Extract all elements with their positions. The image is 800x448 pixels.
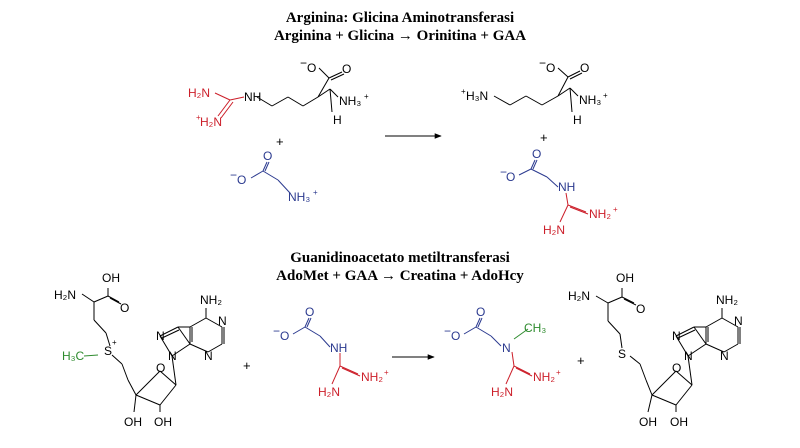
ornithine-carbonyl-o: O [580, 61, 589, 75]
adohcy-adenine-n3: N [720, 349, 729, 363]
adohcy-structure: OH O H₂N S NH₂ N N N N OH OH O [568, 271, 743, 429]
creatine-nh2-charge: + [556, 368, 561, 377]
adohcy-oh: OH [616, 271, 634, 285]
ornithine-delta-amine: H₃N [466, 89, 488, 103]
creatine-n: N [502, 341, 511, 355]
gaa-product-nh2-plus: NH₂ [589, 207, 611, 221]
adohcy-h2n: H₂N [568, 289, 590, 303]
adomet-ribose-oh-2: OH [124, 415, 142, 429]
arginine-nh: NH [244, 90, 261, 104]
ornithine-alpha-h: H [573, 113, 582, 127]
arginine-amine-charge: + [364, 92, 369, 101]
adomet-ribose-oh-3: OH [154, 415, 172, 429]
adomet-adenine-n3: N [204, 349, 213, 363]
gaa-substrate-nh2-charge: + [384, 368, 389, 377]
adohcy-adenine-n9: N [684, 349, 693, 363]
gaa-product-structure: − O O NH NH₂ + H₂N [500, 147, 618, 237]
gaa-product-o-minus: − [500, 165, 507, 179]
glycine-amine: NH₃ [288, 190, 310, 204]
gaa-substrate-o: O [280, 329, 289, 343]
adohcy-adenine-n1: N [734, 314, 743, 328]
plus-sign-2: + [540, 130, 548, 145]
reaction2-equation: AdoMet + GAA → Creatina + AdoHcy [276, 268, 524, 284]
arginine-h2n: H₂N [188, 86, 210, 100]
adohcy-ribose-oh-3: OH [670, 415, 688, 429]
ornithine-structure: − O O NH₃ + H + H₃N [461, 56, 608, 127]
ornithine-alpha-amine: NH₃ [579, 93, 601, 107]
adohcy-ribose-oh-2: OH [639, 415, 657, 429]
glycine-structure: − O O NH₃ + [230, 149, 318, 204]
adomet-adenine-n9: N [168, 349, 177, 363]
creatine-o: O [451, 329, 460, 343]
creatine-o-minus: − [444, 324, 451, 338]
arginine-amine: NH₃ [339, 94, 361, 108]
adomet-sulfonium-charge: + [112, 338, 117, 347]
ornithine-carboxylate-o: O [546, 61, 555, 75]
gaa-product-o: O [506, 170, 515, 184]
gaa-product-nh2-charge: + [613, 205, 618, 214]
gaa-substrate-carbonyl-o: O [305, 305, 314, 319]
adomet-h2n: H₂N [54, 288, 76, 302]
ornithine-delta-amine-charge: + [461, 87, 466, 96]
arginine-h2n-charge: + [196, 113, 201, 122]
plus-sign-1: + [276, 134, 284, 149]
arginine-carbonyl-o: O [342, 62, 351, 76]
adohcy-adenine-n7: N [672, 329, 681, 343]
adomet-adenine-nh2: NH₂ [200, 293, 222, 307]
creatine-ch3: CH₃ [524, 321, 546, 335]
gaa-product-h2n: H₂N [543, 223, 565, 237]
glycine-o-minus: − [230, 168, 237, 182]
adomet-ribose-o: O [156, 361, 165, 375]
gaa-substrate-o-minus: − [273, 324, 280, 338]
gaa-product-carbonyl-o: O [532, 147, 541, 161]
gaa-substrate-structure: − O O NH NH₂ + H₂N [273, 305, 389, 399]
creatine-structure: − O O N CH₃ NH₂ + H₂N [444, 305, 561, 399]
plus-sign-4: + [577, 353, 585, 368]
gaa-substrate-nh: NH [330, 341, 347, 355]
creatine-nh2-plus: NH₂ [533, 370, 555, 384]
adohcy-thioether: S [618, 347, 626, 361]
adomet-sulfonium: S [104, 344, 112, 358]
arginine-alpha-h: H [333, 113, 342, 127]
reaction2-title: Guanidinoacetato metiltransferasi [290, 250, 510, 266]
glycine-carbonyl-o: O [263, 149, 272, 163]
gaa-substrate-h2n: H₂N [318, 385, 340, 399]
arginine-o-minus: − [300, 56, 307, 70]
arginine-h2n-plus: H₂N [200, 115, 222, 129]
adohcy-carbonyl-o: O [636, 302, 645, 316]
reaction1-title: Arginina: Glicina Aminotransferasi [285, 10, 515, 26]
glycine-o: O [237, 173, 246, 187]
adomet-methyl-bond [83, 354, 99, 357]
glycine-amine-charge: + [313, 188, 318, 197]
adomet-oh: OH [102, 271, 120, 285]
guanidine-bond [214, 92, 231, 101]
adomet-adenine-n1: N [218, 314, 227, 328]
adomet-structure: OH O H₂N S + NH₂ N N N N OH OH O H₃C [54, 271, 227, 429]
ornithine-o-minus: − [539, 56, 546, 70]
reaction1-equation: Arginina + Glicina → Orinitina + GAA [273, 28, 527, 44]
creatine-h2n: H₂N [491, 385, 513, 399]
adomet-carbonyl-o: O [120, 301, 129, 315]
adohcy-adenine-nh2: NH₂ [716, 293, 738, 307]
adomet-adenine-n7: N [156, 329, 165, 343]
plus-sign-3: + [243, 358, 251, 373]
gaa-product-nh: NH [558, 180, 575, 194]
creatine-carbonyl-o: O [476, 305, 485, 319]
arginine-carboxylate-o: O [307, 61, 316, 75]
arginine-structure: − O O NH₃ + H NH H₂N H₂N + [188, 56, 369, 129]
adohcy-ribose-o: O [672, 361, 681, 375]
ornithine-alpha-amine-charge: + [603, 91, 608, 100]
gaa-substrate-nh2-plus: NH₂ [361, 370, 383, 384]
adomet-h3c: H₃C [62, 349, 85, 363]
